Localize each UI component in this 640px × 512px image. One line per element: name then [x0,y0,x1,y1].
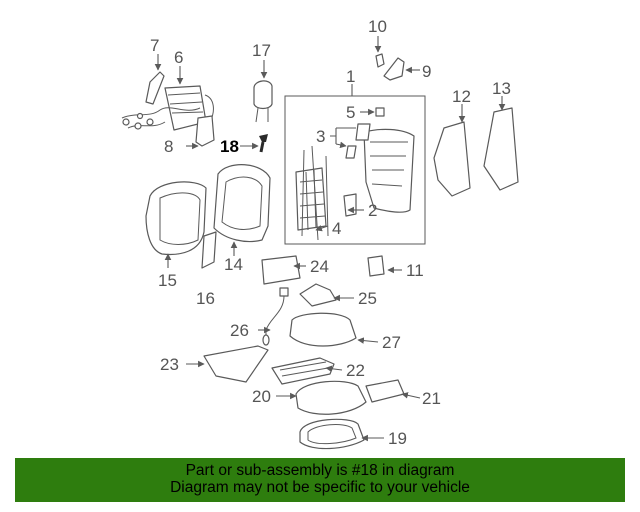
part-20-illustration [295,380,367,415]
callout-25: 25 [358,289,377,308]
callout-1: 1 [346,67,355,86]
callout-20: 20 [252,387,271,406]
leader-lines [154,36,506,442]
callout-labels: 7 6 8 10 9 17 18 1 5 3 2 4 12 13 15 14 1… [150,17,511,448]
callout-24: 24 [310,257,329,276]
callout-6: 6 [174,48,183,67]
callout-5: 5 [346,103,355,122]
assembly-1-box [284,95,426,245]
part-1-assembly-illustration [295,107,415,241]
part-25-illustration [299,283,337,307]
part-23-illustration [203,345,269,383]
part-24-illustration [261,255,301,285]
banner-line-part-info: Part or sub-assembly is #18 in diagram [185,462,455,479]
callout-12: 12 [452,87,471,106]
callout-2: 2 [368,201,377,220]
part-12-illustration [433,121,471,197]
part-10-illustration [375,53,385,68]
callout-8: 8 [164,137,173,156]
callout-15: 15 [158,271,177,290]
callout-14: 14 [224,255,243,274]
fitment-notice-banner: Part or sub-assembly is #18 in diagram D… [15,458,625,502]
callout-18: 18 [220,137,239,156]
callout-10: 10 [368,17,387,36]
part-13-illustration [483,107,519,191]
part-27-illustration [289,312,357,347]
callout-16: 16 [196,289,215,308]
callout-21: 21 [422,389,441,408]
callout-26: 26 [230,321,249,340]
callout-17: 17 [252,41,271,60]
part-21-illustration [365,379,405,403]
part-11-illustration [367,255,385,277]
part-9-illustration [383,57,405,81]
callout-23: 23 [160,355,179,374]
callout-13: 13 [492,79,511,98]
banner-line-disclaimer: Diagram may not be specific to your vehi… [170,479,470,496]
seat-parts-diagram: 7 6 8 10 9 17 18 1 5 3 2 4 12 13 15 14 1… [121,17,519,450]
callout-9: 9 [422,62,431,81]
callout-7: 7 [150,36,159,55]
part-26-illustration [262,287,289,346]
callout-27: 27 [382,333,401,352]
callout-19: 19 [388,429,407,448]
callout-4: 4 [332,219,341,238]
part-17-illustration [253,80,273,123]
part-15-illustration [145,181,207,256]
part-6-7-8-illustration [121,71,215,147]
callout-3: 3 [316,127,325,146]
part-16-illustration [201,231,217,269]
callout-22: 22 [346,361,365,380]
part-18-illustration [259,134,268,153]
part-14-illustration [213,164,271,243]
callout-11: 11 [406,261,424,280]
